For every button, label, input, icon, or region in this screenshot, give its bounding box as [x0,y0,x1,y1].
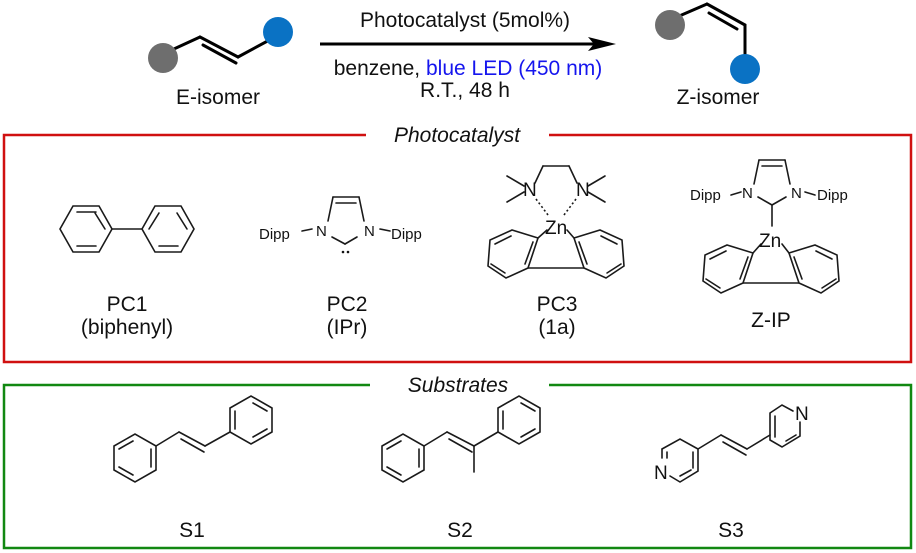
pc3-zn: Zn [545,218,567,239]
pc3-name: PC3 [537,293,578,316]
reaction-arrow [320,37,616,51]
zip-dipp-right: Dipp [817,187,848,204]
condition-solvent: benzene, [334,57,426,80]
s1-structure [113,395,273,483]
pc2-dipp-left: Dipp [259,226,290,243]
pc2-dipp-right: Dipp [391,226,422,243]
s3-n-left: N [654,463,668,484]
zip-n-right: N [791,185,802,202]
photocatalyst-title-mask [379,124,536,147]
z-isomer-label: Z-isomer [677,86,760,109]
pc3-subname: (1a) [538,316,575,339]
pc1-name: PC1 [107,293,148,316]
s2-structure [381,395,541,483]
s3-structure [375,0,801,483]
blue-group-icon [263,17,293,47]
substrates-frame [2,383,913,550]
substrates-title-mask [393,374,523,397]
gray-group-icon [655,10,685,40]
pc2-name: PC2 [327,293,368,316]
photocatalyst-title: Photocatalyst [394,124,521,147]
condition-catalyst: Photocatalyst (5mol%) [360,9,570,32]
s1-name: S1 [179,519,205,542]
zip-name: Z-IP [751,309,791,332]
s3-name: S3 [718,519,744,542]
pc2-n-left: N [316,223,327,240]
pc3-structure [487,165,625,279]
pc2-n-right: N [364,223,375,240]
gray-group-icon [148,43,178,73]
pc2-subname: (IPr) [327,316,368,339]
condition-light: blue LED (450 nm) [426,57,602,80]
condition-solvent-light: benzene, blue LED (450 nm) [334,57,603,80]
pc1-subname: (biphenyl) [81,316,173,339]
pc3-n-right: N [576,180,590,201]
s3-n-right: N [795,404,809,425]
condition-time: R.T., 48 h [420,79,510,102]
pc1-structure [59,205,195,253]
e-isomer-label: E-isomer [176,86,260,109]
s2-name: S2 [447,519,473,542]
z-isomer-structure [655,2,760,84]
substrates-title: Substrates [408,374,509,397]
blue-group-icon [730,54,760,84]
zip-dipp-left: Dipp [690,187,721,204]
pc2-structure [301,196,391,254]
e-isomer-structure [148,17,293,73]
pc3-n-left: N [523,180,537,201]
photocatalyst-frame [2,133,913,364]
zip-n-left: N [742,185,753,202]
zip-structure [702,159,840,294]
zip-zn: Zn [759,231,781,252]
